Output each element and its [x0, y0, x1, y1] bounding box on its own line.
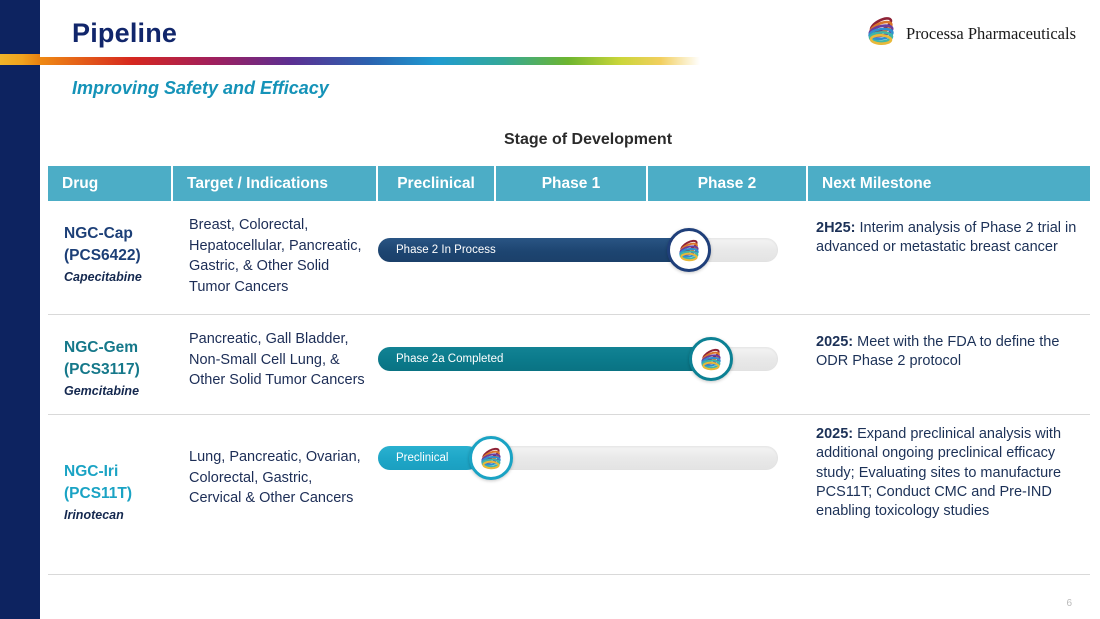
table-header-row: Drug Target / Indications Preclinical Ph…	[48, 166, 1090, 201]
cell-milestone: 2H25: Interim analysis of Phase 2 trial …	[808, 201, 1090, 314]
milestone-date: 2025:	[816, 334, 854, 350]
column-header-phase-2: Phase 2	[648, 166, 808, 201]
table-row: NGC-Iri (PCS11T) Irinotecan Lung, Pancre…	[48, 415, 1090, 575]
page-title: Pipeline	[72, 18, 178, 48]
drug-name-line-2: (PCS3117)	[64, 361, 140, 378]
cell-progress: Phase 2a Completed	[378, 315, 808, 414]
rail-gold-stripe	[0, 54, 40, 65]
page-subtitle: Improving Safety and Efficacy	[72, 78, 329, 98]
column-header-drug: Drug	[48, 166, 173, 201]
drug-name-line-1: NGC-Gem	[64, 339, 139, 356]
table-row: NGC-Cap (PCS6422) Capecitabine Breast, C…	[48, 201, 1090, 315]
column-header-preclinical: Preclinical	[378, 166, 496, 201]
stage-of-development-title: Stage of Development	[503, 131, 673, 148]
milestone-text: Meet with the FDA to define the ODR Phas…	[816, 334, 1060, 370]
stage-marker-icon	[469, 436, 513, 480]
cell-progress: Phase 2 In Process	[378, 201, 808, 314]
milestone-date: 2025:	[816, 426, 854, 442]
left-rail	[0, 0, 40, 619]
drug-name-line-2: (PCS11T)	[64, 485, 133, 502]
table-row: NGC-Gem (PCS3117) Gemcitabine Pancreatic…	[48, 315, 1090, 415]
drug-generic-name: Gemcitabine	[64, 384, 140, 398]
cell-milestone: 2025: Meet with the FDA to define the OD…	[808, 315, 1090, 414]
cell-drug: NGC-Iri (PCS11T) Irinotecan	[48, 415, 173, 574]
rainbow-accent-bar	[40, 57, 700, 65]
brand-lockup: Processa Pharmaceuticals	[864, 16, 1076, 51]
progress-fill: Phase 2 In Process	[378, 238, 686, 262]
progress-track: Preclinical	[378, 446, 778, 470]
drug-generic-name: Irinotecan	[64, 508, 124, 522]
table-footer-band	[48, 575, 1090, 619]
cell-milestone: 2025: Expand preclinical analysis with a…	[808, 415, 1090, 574]
progress-label: Preclinical	[396, 452, 449, 464]
progress-label: Phase 2 In Process	[396, 244, 496, 256]
drug-name-line-1: NGC-Cap	[64, 225, 133, 242]
drug-name: NGC-Gem (PCS3117)	[64, 337, 167, 381]
cell-indications: Lung, Pancreatic, Ovarian, Colorectal, G…	[189, 449, 361, 507]
stage-marker-icon	[689, 337, 733, 381]
column-header-target: Target / Indications	[173, 166, 378, 201]
cell-drug: NGC-Cap (PCS6422) Capecitabine	[48, 201, 173, 314]
ribbon-swirl-logo-icon	[864, 16, 898, 51]
cell-indications: Pancreatic, Gall Bladder, Non-Small Cell…	[189, 331, 365, 389]
cell-indications: Breast, Colorectal, Hepatocellular, Panc…	[189, 217, 362, 295]
page-number: 6	[1066, 598, 1072, 609]
milestone-date: 2H25:	[816, 220, 856, 236]
progress-label: Phase 2a Completed	[396, 353, 504, 365]
cell-drug: NGC-Gem (PCS3117) Gemcitabine	[48, 315, 173, 414]
brand-name: Processa Pharmaceuticals	[906, 23, 1076, 43]
pipeline-table: Drug Target / Indications Preclinical Ph…	[48, 166, 1090, 619]
drug-name: NGC-Iri (PCS11T)	[64, 461, 167, 505]
progress-track: Phase 2 In Process	[378, 238, 778, 262]
drug-name-line-2: (PCS6422)	[64, 247, 141, 264]
column-header-phase-1: Phase 1	[496, 166, 648, 201]
cell-progress: Preclinical	[378, 415, 808, 574]
drug-name-line-1: NGC-Iri	[64, 463, 119, 480]
drug-generic-name: Capecitabine	[64, 270, 142, 284]
progress-fill: Preclinical	[378, 446, 479, 470]
drug-name: NGC-Cap (PCS6422)	[64, 223, 167, 267]
progress-fill: Phase 2a Completed	[378, 347, 708, 371]
milestone-text: Interim analysis of Phase 2 trial in adv…	[816, 220, 1077, 256]
milestone-text: Expand preclinical analysis with additio…	[816, 426, 1062, 520]
stage-marker-icon	[667, 228, 711, 272]
column-header-next-milestone: Next Milestone	[822, 174, 932, 192]
